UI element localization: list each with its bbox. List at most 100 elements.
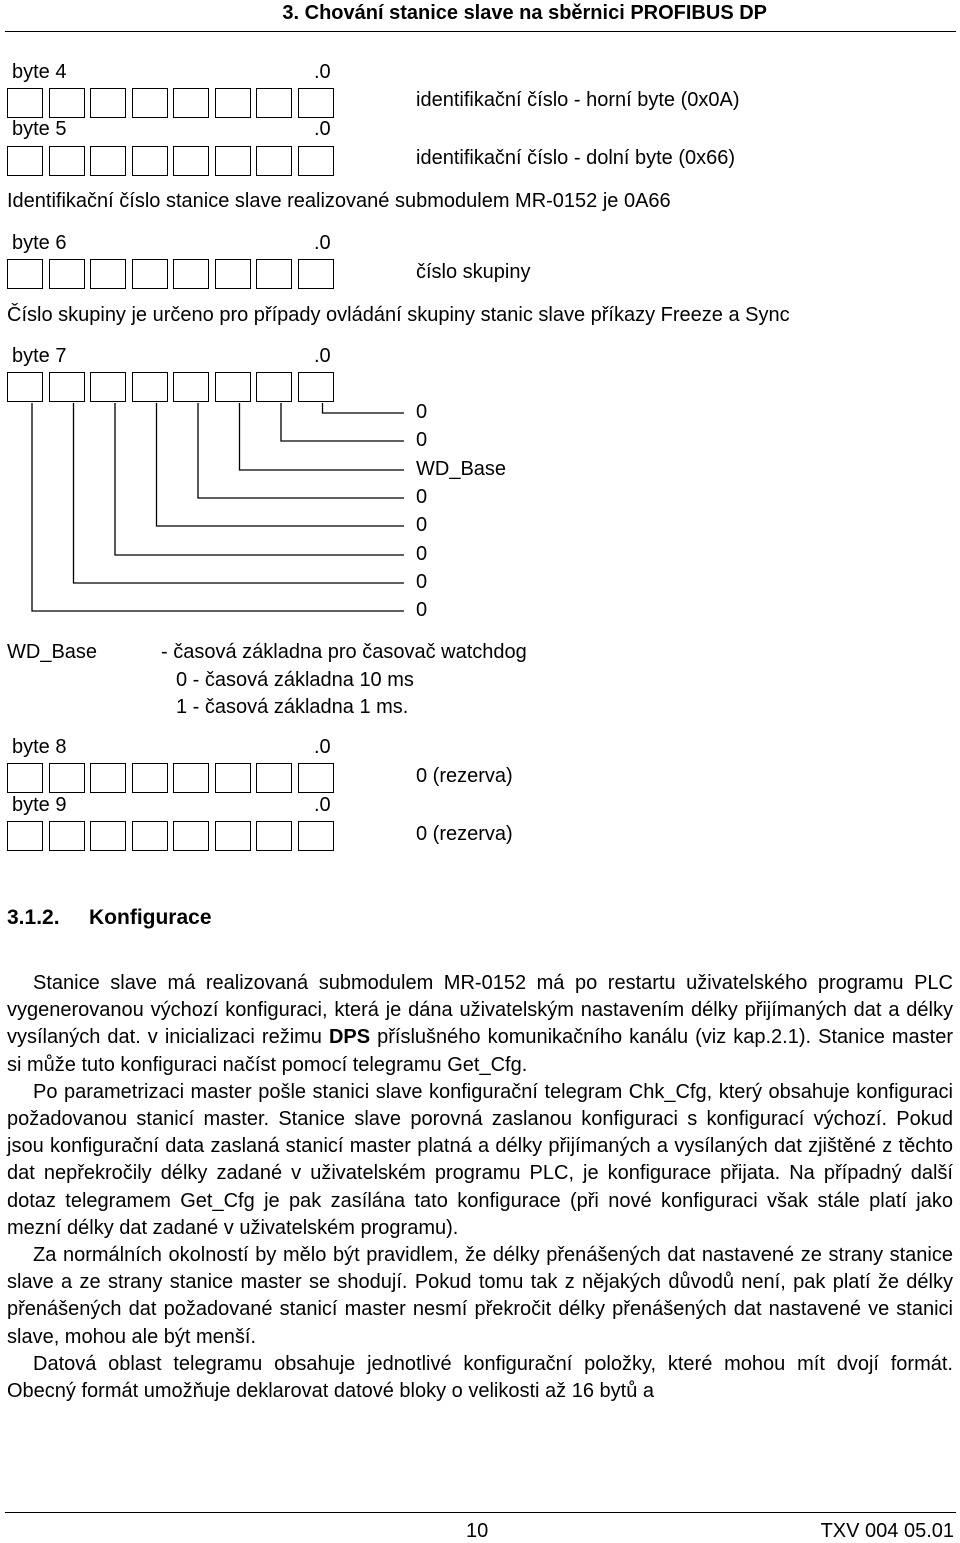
- header-rule: [5, 31, 956, 32]
- footer-rule: [5, 1512, 956, 1513]
- bit-connector: [72, 403, 404, 584]
- byte9-cells: [7, 821, 341, 851]
- byte5-cells: [7, 146, 341, 176]
- byte7-cells: [7, 372, 341, 402]
- bit-cell: [48, 821, 85, 851]
- byte7-bit2-value: 0: [416, 543, 428, 565]
- paragraph-1-part-b: příslušného komunikačního kanálu (viz ka…: [7, 1026, 953, 1076]
- byte9-description: 0 (rezerva): [416, 823, 513, 845]
- byte8-bit: .0: [314, 736, 331, 758]
- byte8-label: byte 8: [12, 736, 67, 758]
- bit-cell: [90, 88, 126, 118]
- bit-cell: [131, 763, 168, 793]
- wd-base-definition: - časová základna pro časovač watchdog: [161, 641, 527, 663]
- byte8-cells: [7, 763, 341, 793]
- byte7-bit: .0: [314, 345, 331, 367]
- byte5-bit: .0: [314, 118, 331, 140]
- bit-cell: [173, 259, 209, 289]
- paragraph-3: Za normálních okolností by mělo být prav…: [7, 1244, 953, 1348]
- byte4-label: byte 4: [12, 61, 67, 83]
- bit-cell: [7, 763, 43, 793]
- byte4-cells: [7, 88, 341, 118]
- bit-connector: [321, 403, 404, 414]
- paragraph-1-bold: DPS: [328, 1026, 371, 1049]
- bit-cell: [131, 146, 168, 176]
- body-text: Stanice slave má realizovaná submodulem …: [7, 970, 953, 1405]
- bit-cell: [214, 88, 251, 118]
- paragraph-1-part-a: Stanice slave má realizovaná submodulem …: [7, 972, 953, 1049]
- page-number: 10: [466, 1520, 489, 1542]
- bit-cell: [214, 372, 251, 402]
- bit-cell: [7, 259, 43, 289]
- bit-cell: [131, 821, 168, 851]
- bit-cell: [48, 763, 85, 793]
- wd-base-option-1: 1 - časová základna 1 ms.: [176, 696, 409, 718]
- paragraph-4: Datová oblast telegramu obsahuje jednotl…: [7, 1352, 953, 1403]
- group-note: Číslo skupiny je určeno pro případy ovlá…: [7, 304, 790, 326]
- wd-base-option-0: 0 - časová základna 10 ms: [176, 669, 414, 691]
- bit-cell: [297, 372, 334, 402]
- bit-cell: [48, 372, 85, 402]
- byte7-bit3-value: 0: [416, 514, 428, 536]
- bit-cell: [90, 146, 126, 176]
- bit-cell: [214, 259, 251, 289]
- bit-connector: [31, 403, 404, 612]
- header-title: 3. Chování stanice slave na sběrnici PRO…: [282, 2, 767, 24]
- bit-cell: [214, 821, 251, 851]
- bit-cell: [48, 259, 85, 289]
- paragraph-1: Stanice slave má realizovaná submodulem …: [7, 970, 953, 1079]
- byte7-bit5-value: WD_Base: [416, 458, 507, 480]
- bit-cell: [48, 88, 85, 118]
- bit-cell: [173, 146, 209, 176]
- bit-cell: [90, 763, 126, 793]
- bit-cell: [173, 763, 209, 793]
- bit-connector: [238, 403, 404, 471]
- bit-cell: [256, 259, 292, 289]
- bit-cell: [297, 821, 334, 851]
- section-title: Konfigurace: [89, 906, 212, 929]
- bit-connector: [280, 403, 404, 442]
- bit-cell: [256, 372, 292, 402]
- bit-cell: [256, 146, 292, 176]
- bit-cell: [173, 88, 209, 118]
- byte5-label: byte 5: [12, 118, 67, 140]
- bit-cell: [7, 821, 43, 851]
- bit-connector: [114, 403, 404, 556]
- bit-cell: [131, 372, 168, 402]
- bit-connector: [155, 403, 404, 527]
- byte6-bit: .0: [314, 232, 331, 254]
- section-number: 3.1.2.: [7, 906, 60, 929]
- byte7-bit4-value: 0: [416, 486, 428, 508]
- bit-cell: [173, 372, 209, 402]
- bit-cell: [173, 821, 209, 851]
- bit-cell: [214, 763, 251, 793]
- ident-note: Identifikační číslo stanice slave realiz…: [7, 190, 671, 212]
- bit-cell: [131, 88, 168, 118]
- byte6-cells: [7, 259, 341, 289]
- byte7-label: byte 7: [12, 345, 67, 367]
- bit-cell: [297, 763, 334, 793]
- paragraph-2: Po parametrizaci master pošle stanici sl…: [7, 1080, 953, 1239]
- byte9-bit: .0: [314, 794, 331, 816]
- document-id: TXV 004 05.01: [820, 1520, 954, 1542]
- bit-cell: [214, 146, 251, 176]
- byte6-description: číslo skupiny: [416, 261, 531, 283]
- byte4-description: identifikační číslo - horní byte (0x0A): [416, 89, 740, 111]
- byte9-label: byte 9: [12, 794, 67, 816]
- bit-cell: [7, 372, 43, 402]
- byte7-bit0-value: 0: [416, 599, 428, 621]
- bit-connector: [197, 403, 404, 499]
- bit-cell: [48, 146, 85, 176]
- byte4-bit: .0: [314, 61, 331, 83]
- bit-cell: [7, 88, 43, 118]
- page-header: 3. Chování stanice slave na sběrnici PRO…: [0, 0, 960, 36]
- bit-cell: [297, 259, 334, 289]
- bit-cell: [256, 763, 292, 793]
- bit-cell: [90, 821, 126, 851]
- byte6-label: byte 6: [12, 232, 67, 254]
- byte7-bit1-value: 0: [416, 571, 428, 593]
- bit-cell: [90, 372, 126, 402]
- byte7-bit7-value: 0: [416, 401, 428, 423]
- byte5-description: identifikační číslo - dolní byte (0x66): [416, 147, 736, 169]
- wd-base-term: WD_Base: [7, 641, 98, 663]
